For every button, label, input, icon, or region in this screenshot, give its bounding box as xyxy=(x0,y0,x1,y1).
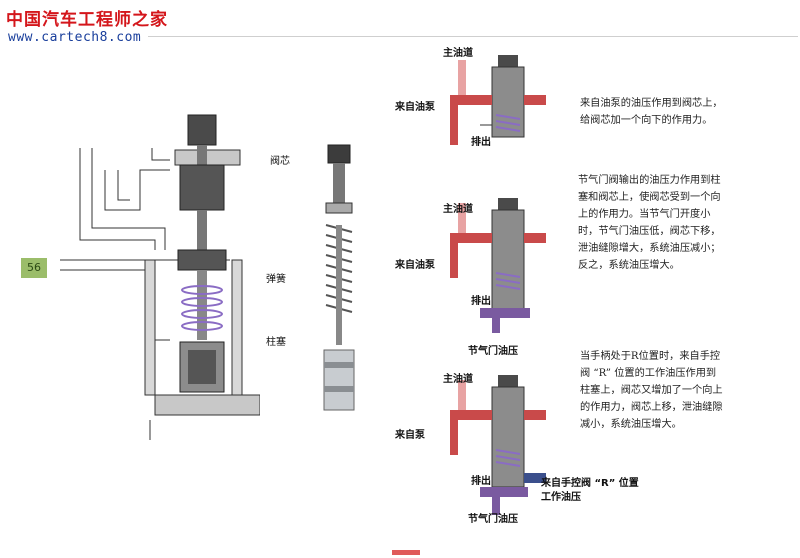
d2-label-exhaust: 排出 xyxy=(471,296,491,307)
d3-label-manual-r-line2: 工作油压 xyxy=(541,492,581,503)
d1-description: 来自油泵的油压作用到阀芯上，给阀芯加一个向下的作用力。 xyxy=(580,98,723,126)
d1-label-exhaust: 排出 xyxy=(471,137,491,148)
d3-label-throttle-pressure: 节气门油压 xyxy=(468,514,518,525)
footer-mark xyxy=(392,550,420,555)
label-valve-core: 阀芯 xyxy=(270,156,290,167)
diagram-1-schematic xyxy=(450,55,546,145)
pressure-regulator-cross-section xyxy=(60,114,260,440)
d3-description: 当手柄处于R位置时，来自手控阀 “R” 位置的工作油压作用到柱塞上，阀芯又增加了… xyxy=(580,351,723,430)
d3-label-manual-r-line1: 来自手控阀 “R” 位置 xyxy=(541,478,639,489)
d3-label-exhaust: 排出 xyxy=(471,476,491,487)
d2-label-main-line: 主油道 xyxy=(443,204,473,215)
diagram-3-schematic xyxy=(450,375,546,515)
d1-label-main-line: 主油道 xyxy=(443,48,473,59)
d3-label-from-pump: 来自泵 xyxy=(395,430,425,441)
exploded-valve-parts xyxy=(323,144,355,411)
d2-label-throttle-pressure: 节气门油压 xyxy=(468,346,518,357)
site-url: www.cartech8.com xyxy=(8,30,142,45)
label-spring: 弹簧 xyxy=(266,274,286,285)
d1-label-from-pump: 来自油泵 xyxy=(395,102,435,113)
d3-label-main-line: 主油道 xyxy=(443,374,473,385)
d2-description: 节气门阀输出的油压力作用到柱塞和阀芯上，使阀芯受到一个向上的作用力。当节气门开度… xyxy=(578,175,721,271)
d2-label-from-pump: 来自油泵 xyxy=(395,260,435,271)
diagram-2-schematic xyxy=(450,198,546,333)
site-logo-text: 中国汽车工程师之家 xyxy=(6,10,168,30)
label-plunger: 柱塞 xyxy=(266,337,286,348)
page-number: 56 xyxy=(21,258,47,278)
header-rule xyxy=(148,36,798,37)
